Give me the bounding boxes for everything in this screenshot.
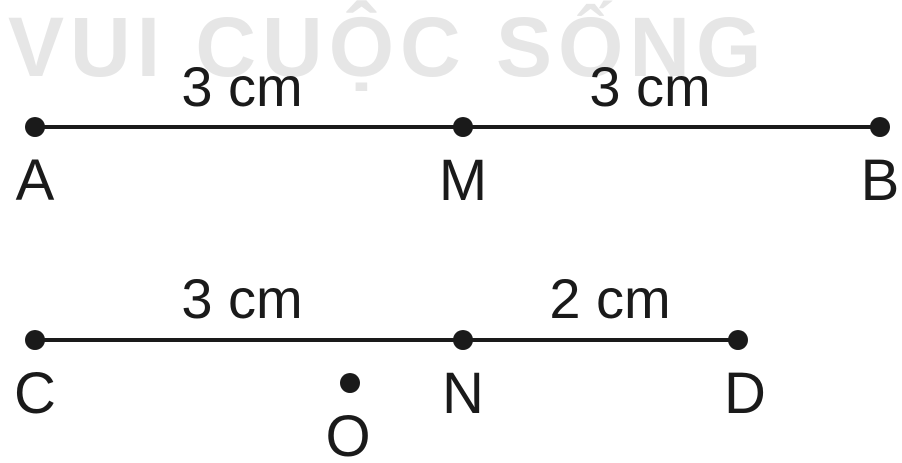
point-n-dot (453, 330, 473, 350)
point-o-dot (340, 373, 360, 393)
point-d-dot (728, 330, 748, 350)
point-m-label: M (439, 148, 487, 213)
watermark-text: VUI CUỘC SỐNG (8, 0, 767, 94)
point-d-label: D (724, 361, 766, 426)
segment-am-length: 3 cm (181, 55, 302, 118)
row2-group: 3 cm 2 cm C N D O (14, 267, 766, 463)
point-n-label: N (442, 361, 484, 426)
point-a-label: A (16, 148, 55, 213)
point-c-dot (25, 330, 45, 350)
point-c-label: C (14, 361, 56, 426)
point-b-label: B (861, 148, 900, 213)
row1-group: 3 cm 3 cm A M B (16, 55, 900, 213)
point-a-dot (25, 117, 45, 137)
segment-cn-length: 3 cm (181, 267, 302, 330)
segment-nd-length: 2 cm (549, 267, 670, 330)
point-o-label: O (325, 404, 370, 463)
segment-mb-length: 3 cm (589, 55, 710, 118)
point-m-dot (453, 117, 473, 137)
point-b-dot (870, 117, 890, 137)
